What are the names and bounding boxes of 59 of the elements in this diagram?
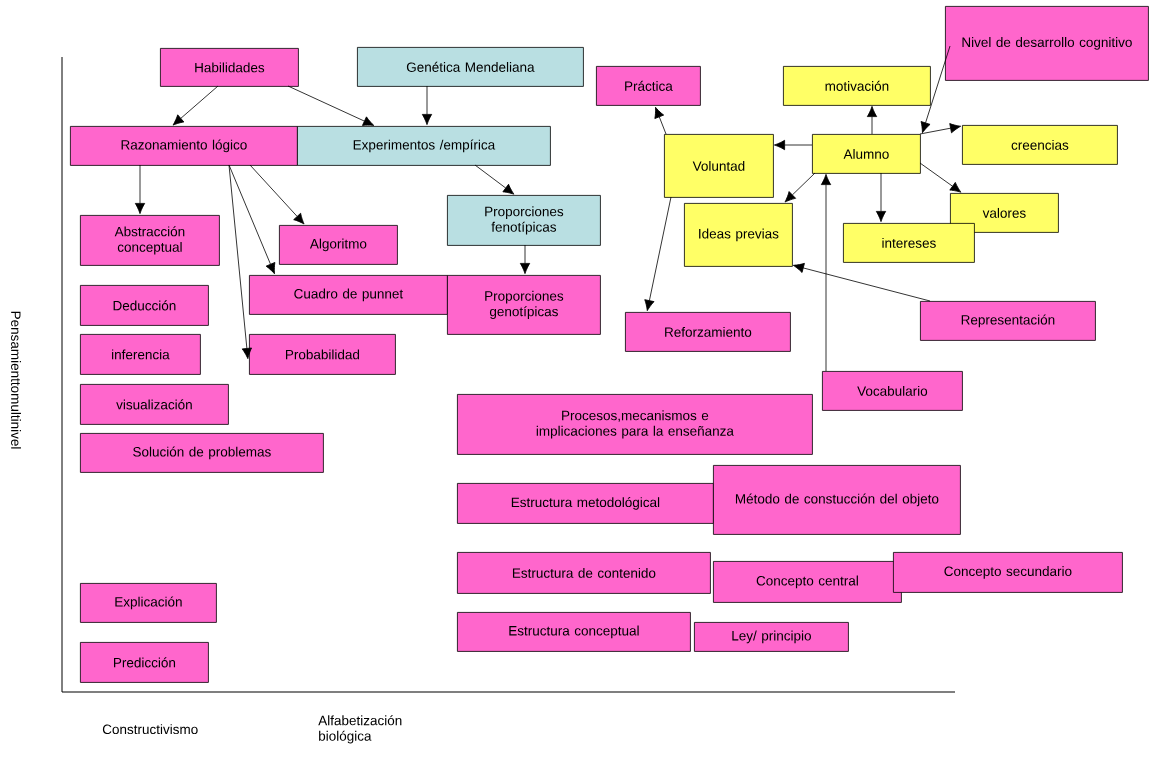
- concept-box: Explicación: [80, 583, 217, 623]
- concept-box: Cuadro de punnet: [249, 275, 448, 315]
- concept-box: Proporciones fenotípicas: [447, 195, 601, 246]
- concept-box: Probabilidad: [249, 334, 396, 375]
- concept-box: Predicción: [80, 642, 209, 683]
- concept-box: Deducción: [80, 285, 209, 326]
- concept-box: Ley/ principio: [694, 622, 849, 652]
- concept-box: Nivel de desarrollo cognitivo: [945, 6, 1149, 81]
- concept-box: creencias: [962, 125, 1118, 165]
- arrow: [875, 172, 887, 223]
- arrow: [820, 173, 832, 372]
- concept-box: Proporciones genotípicas: [447, 275, 601, 335]
- concept-box: Práctica: [596, 66, 701, 106]
- arrow: [920, 45, 951, 134]
- arrow: [519, 244, 531, 275]
- concept-box: Reforzamiento: [625, 312, 791, 352]
- arrow: [134, 164, 146, 215]
- concept-box: Habilidades: [160, 48, 299, 87]
- concept-box: Estructura de contenido: [457, 552, 711, 594]
- arrow: [644, 196, 672, 312]
- concept-box: Solución de problemas: [80, 433, 324, 473]
- concept-box: Estructura conceptual: [457, 612, 691, 652]
- arrow: [784, 172, 816, 203]
- arrow: [654, 106, 667, 135]
- concept-box: Voluntad: [664, 134, 774, 198]
- concept-box: Concepto secundario: [893, 552, 1123, 593]
- arrow: [287, 85, 375, 126]
- concept-box: Método de constucción del objeto: [713, 465, 961, 535]
- concept-box: Vocabulario: [822, 371, 963, 411]
- concept-box: Genética Mendeliana: [357, 47, 584, 87]
- arrow: [474, 164, 515, 195]
- axis-label: Pensamienttomultinivel: [11, 311, 21, 449]
- arrow: [228, 164, 252, 360]
- arrow: [172, 85, 219, 126]
- concept-box: Experimentos /empírica: [297, 126, 551, 166]
- axis-label: Alfabetización biológica: [318, 715, 402, 744]
- concept-box: visualización: [80, 384, 229, 425]
- concept-box: Abstracción conceptual: [80, 215, 220, 266]
- arrow: [421, 85, 433, 126]
- concept-box: Algoritmo: [279, 225, 398, 265]
- arrow: [228, 164, 276, 275]
- concept-box: Procesos,mecanismos e implicaciones para la enseñanza: [457, 394, 813, 455]
- axis-label: Constructivismo: [102, 724, 198, 735]
- concept-box: motivación: [783, 66, 931, 106]
- concept-box: Alumno: [812, 134, 921, 174]
- concept-box: Razonamiento lógico: [70, 126, 298, 166]
- arrow: [919, 123, 962, 135]
- arrow: [866, 105, 878, 135]
- concept-box: Estructura metodológical: [457, 483, 714, 524]
- arrow: [774, 139, 813, 151]
- concept-box: intereses: [843, 223, 975, 263]
- concept-box: valores: [950, 193, 1059, 233]
- arrow: [792, 262, 931, 302]
- concept-box: inferencia: [80, 334, 201, 375]
- concept-box: Concepto central: [713, 561, 902, 603]
- arrow: [249, 164, 305, 225]
- concept-box: Representación: [920, 301, 1096, 341]
- concept-box: Ideas previas: [684, 203, 793, 267]
- arrow: [919, 162, 962, 193]
